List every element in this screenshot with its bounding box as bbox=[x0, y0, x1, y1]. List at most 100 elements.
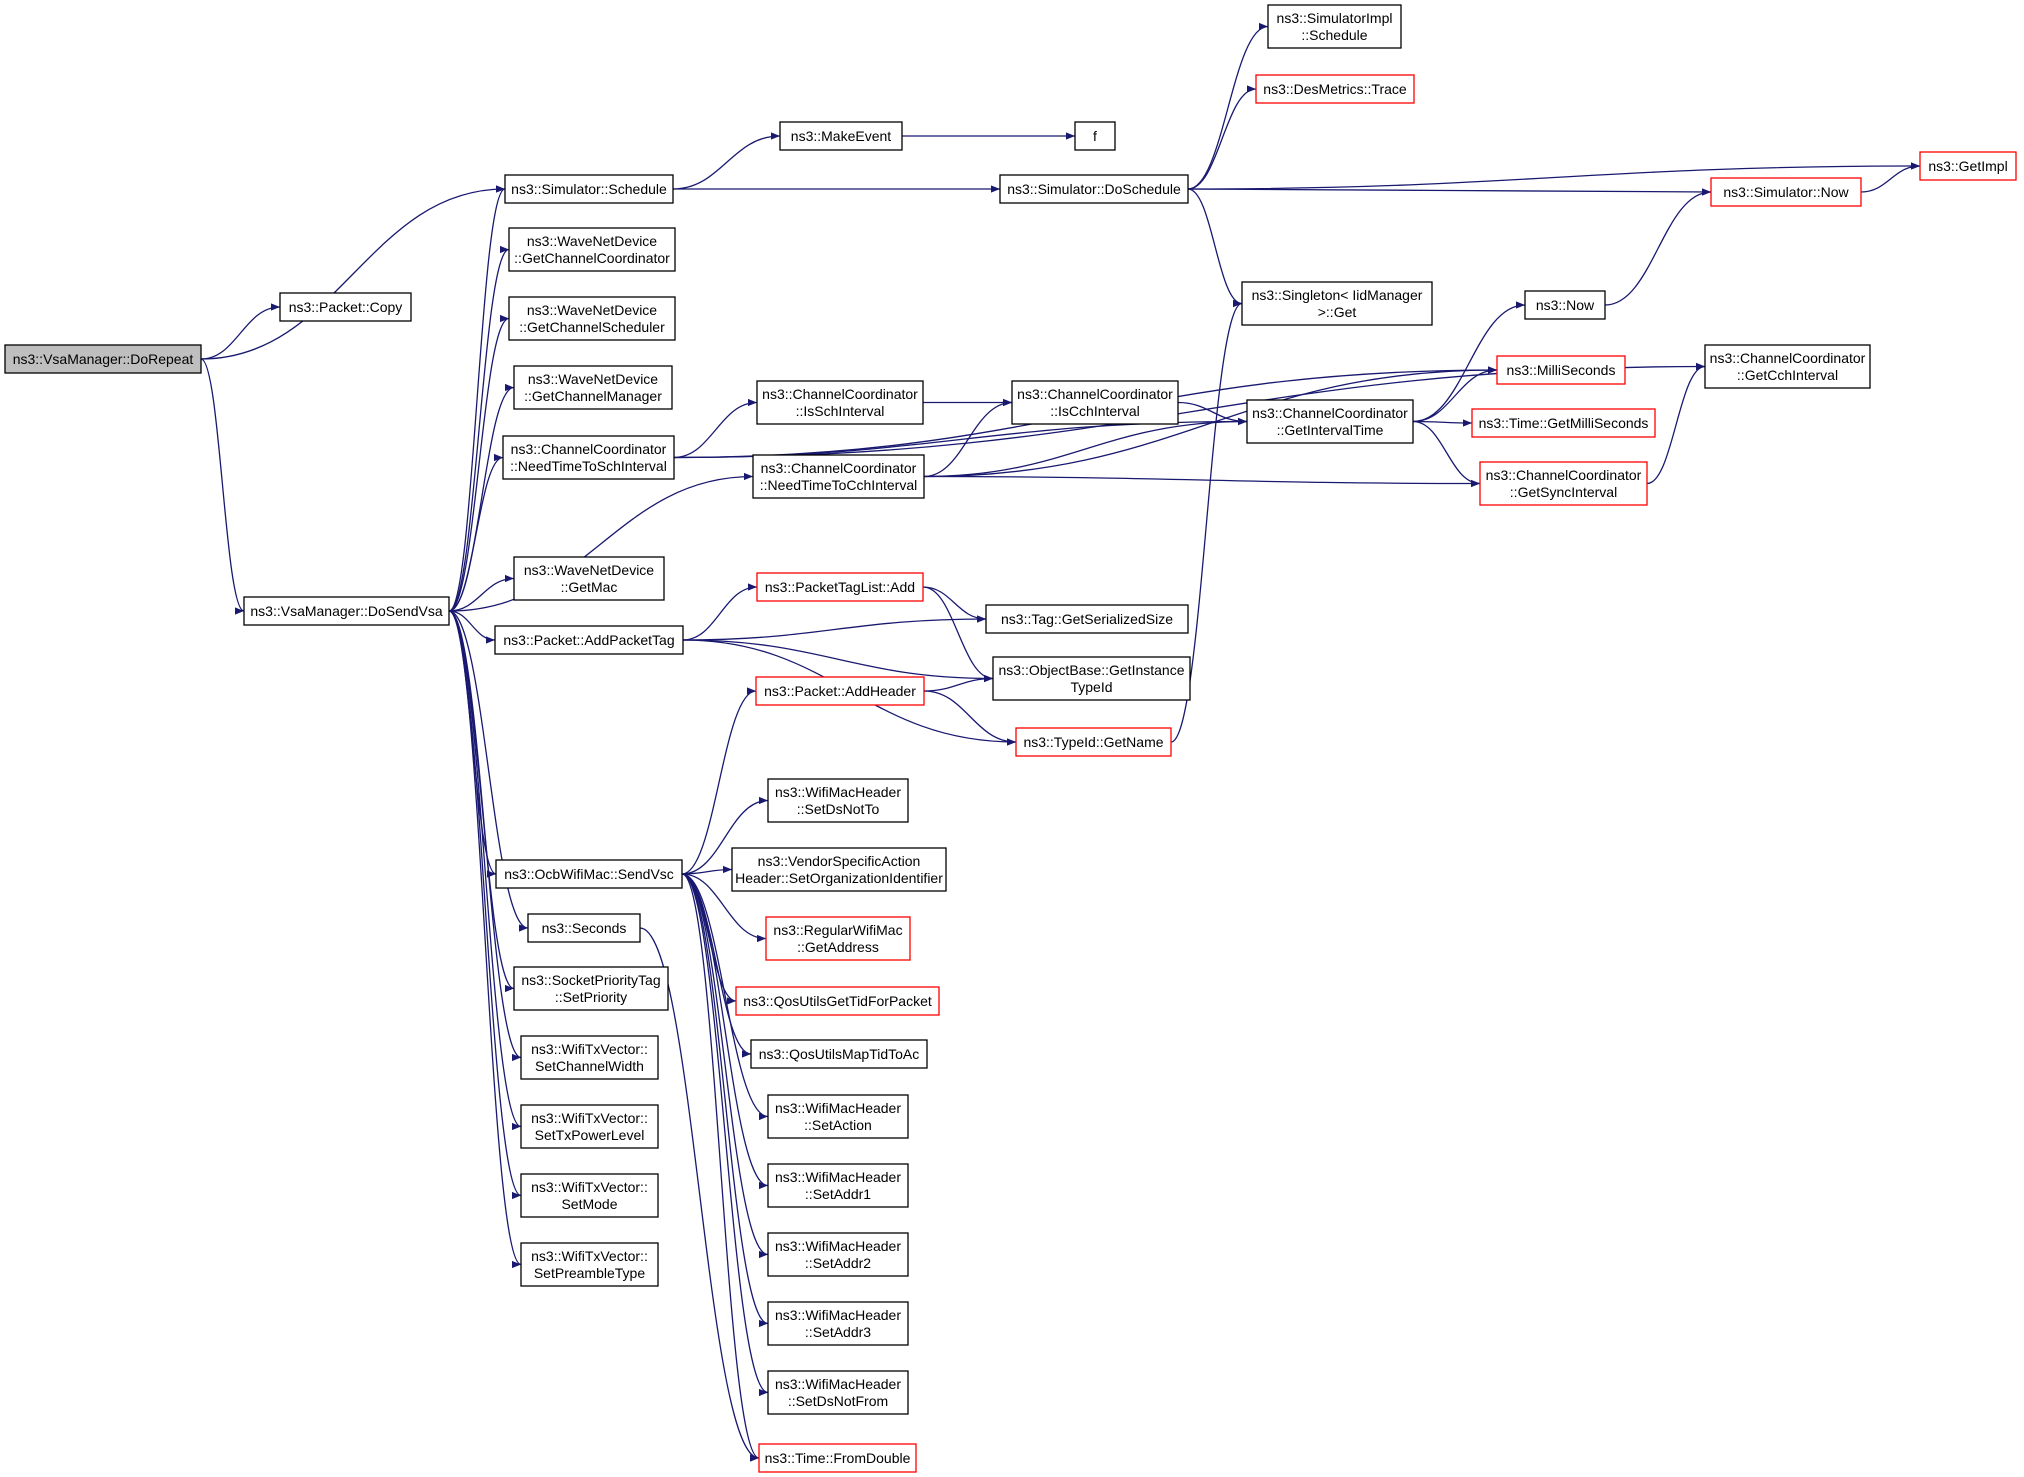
call-edge-ocb_sendvsc-to-wmh_setaddr2 bbox=[681, 873, 769, 1259]
node-box bbox=[731, 847, 947, 892]
node-label: ns3::ChannelCoordinator bbox=[511, 441, 667, 457]
node-qos-gettid[interactable]: ns3::QosUtilsGetTidForPacket bbox=[735, 986, 940, 1016]
node-box bbox=[767, 1232, 909, 1277]
call-edge-line bbox=[1187, 188, 1712, 196]
call-edge-dorepeat-to-dosendvsa bbox=[200, 358, 245, 615]
node-tag-getsize[interactable]: ns3::Tag::GetSerializedSize bbox=[985, 604, 1189, 634]
node-box bbox=[758, 1443, 917, 1473]
node-label: ns3::Packet::Copy bbox=[289, 299, 403, 315]
node-label: ::GetCchInterval bbox=[1737, 367, 1838, 383]
node-box bbox=[513, 556, 665, 601]
node-label: ns3::WifiMacHeader bbox=[775, 1100, 901, 1116]
node-singleton-get[interactable]: ns3::Singleton< IidManager >::Get bbox=[1241, 281, 1433, 326]
node-qos-maptid[interactable]: ns3::QosUtilsMapTidToAc bbox=[750, 1039, 928, 1069]
node-box bbox=[1015, 727, 1172, 757]
node-desmetrics[interactable]: ns3::DesMetrics::Trace bbox=[1255, 74, 1415, 104]
node-cc-getcch[interactable]: ns3::ChannelCoordinator::GetCchInterval bbox=[1704, 344, 1871, 389]
node-box bbox=[520, 1035, 659, 1080]
node-wtx-chwidth[interactable]: ns3::WifiTxVector::SetChannelWidth bbox=[520, 1035, 659, 1080]
node-wnd-getcs[interactable]: ns3::WaveNetDevice::GetChannelScheduler bbox=[508, 296, 676, 341]
node-sim-doschedule[interactable]: ns3::Simulator::DoSchedule bbox=[999, 174, 1189, 204]
node-label: ::NeedTimeToSchInterval bbox=[510, 458, 667, 474]
node-wnd-getcc[interactable]: ns3::WaveNetDevice::GetChannelCoordinato… bbox=[508, 227, 676, 272]
call-edge-line bbox=[1860, 162, 1921, 193]
call-edge-seconds-to-time_fromdouble bbox=[639, 927, 760, 1462]
node-box bbox=[767, 1301, 909, 1346]
call-edge-dorepeat-to-packet_copy bbox=[200, 303, 281, 360]
node-wnd-getmac[interactable]: ns3::WaveNetDevice::GetMac bbox=[513, 556, 665, 601]
node-wmh-setdsnotfrom[interactable]: ns3::WifiMacHeader::SetDsNotFrom bbox=[767, 1370, 909, 1415]
call-edge-ocb_sendvsc-to-time_fromdouble bbox=[681, 873, 760, 1462]
node-cc-needcch[interactable]: ns3::ChannelCoordinator::NeedTimeToCchIn… bbox=[752, 454, 925, 499]
call-edge-sim_now-to-getimpl bbox=[1860, 162, 1921, 193]
node-box bbox=[1241, 281, 1433, 326]
node-makeevent[interactable]: ns3::MakeEvent bbox=[779, 121, 903, 151]
node-wmh-setdsnotto[interactable]: ns3::WifiMacHeader::SetDsNotTo bbox=[767, 778, 909, 823]
call-edge-dorepeat-to-sim_schedule bbox=[200, 185, 506, 360]
node-ocb-sendvsc[interactable]: ns3::OcbWifiMac::SendVsc bbox=[495, 859, 683, 889]
call-edge-line bbox=[923, 366, 1498, 478]
call-edge-line bbox=[200, 303, 281, 360]
node-label: ns3::WifiTxVector:: bbox=[531, 1179, 648, 1195]
node-packet-copy[interactable]: ns3::Packet::Copy bbox=[279, 292, 412, 322]
call-edge-line bbox=[681, 873, 769, 1121]
node-box bbox=[1471, 408, 1656, 438]
node-cc-getinterval[interactable]: ns3::ChannelCoordinator::GetIntervalTime bbox=[1246, 399, 1414, 444]
node-label: ns3::Packet::AddPacketTag bbox=[503, 632, 674, 648]
node-label: ::GetChannelScheduler bbox=[519, 319, 665, 335]
node-box bbox=[520, 1242, 659, 1287]
node-f[interactable]: f bbox=[1074, 121, 1116, 151]
node-time-getms[interactable]: ns3::Time::GetMilliSeconds bbox=[1471, 408, 1656, 438]
node-packet-addheader[interactable]: ns3::Packet::AddHeader bbox=[755, 676, 925, 706]
node-seconds[interactable]: ns3::Seconds bbox=[527, 913, 641, 943]
node-getimpl[interactable]: ns3::GetImpl bbox=[1919, 151, 2017, 181]
node-wmh-setaddr1[interactable]: ns3::WifiMacHeader::SetAddr1 bbox=[767, 1163, 909, 1208]
node-wmh-setaddr3[interactable]: ns3::WifiMacHeader::SetAddr3 bbox=[767, 1301, 909, 1346]
call-edge-line bbox=[448, 610, 522, 1268]
node-cc-getsync[interactable]: ns3::ChannelCoordinator::GetSyncInterval bbox=[1479, 461, 1648, 506]
node-box bbox=[1496, 355, 1626, 385]
call-edge-dosendvsa-to-packet_addtag bbox=[448, 610, 496, 644]
call-edge-dosendvsa-to-wnd_getcs bbox=[448, 314, 510, 612]
node-label: ns3::QosUtilsMapTidToAc bbox=[759, 1046, 920, 1062]
node-vsah-setorg[interactable]: ns3::VendorSpecificActionHeader::SetOrga… bbox=[731, 847, 947, 892]
node-time-fromdouble[interactable]: ns3::Time::FromDouble bbox=[758, 1443, 917, 1473]
node-cc-iscch[interactable]: ns3::ChannelCoordinator::IsCchInterval bbox=[1011, 380, 1179, 425]
node-packet-addtag[interactable]: ns3::Packet::AddPacketTag bbox=[494, 625, 684, 655]
node-box bbox=[279, 292, 412, 322]
node-box bbox=[1267, 4, 1402, 49]
node-wmh-setaction[interactable]: ns3::WifiMacHeader::SetAction bbox=[767, 1094, 909, 1139]
node-label: ns3::WaveNetDevice bbox=[524, 562, 654, 578]
node-label: ns3::OcbWifiMac::SendVsc bbox=[504, 866, 674, 882]
call-edge-ocb_sendvsc-to-wmh_setdsnotto bbox=[681, 796, 769, 875]
node-spt-setprio[interactable]: ns3::SocketPriorityTag::SetPriority bbox=[513, 966, 669, 1011]
node-box bbox=[1479, 461, 1648, 506]
node-wtx-preamble[interactable]: ns3::WifiTxVector::SetPreambleType bbox=[520, 1242, 659, 1287]
node-box bbox=[767, 1094, 909, 1139]
node-now[interactable]: ns3::Now bbox=[1524, 290, 1606, 320]
node-cc-issch[interactable]: ns3::ChannelCoordinator::IsSchInterval bbox=[756, 380, 924, 425]
call-edge-line bbox=[448, 610, 496, 644]
node-cc-needsch[interactable]: ns3::ChannelCoordinator::NeedTimeToSchIn… bbox=[502, 435, 675, 480]
node-wtx-txpower[interactable]: ns3::WifiTxVector::SetTxPowerLevel bbox=[520, 1104, 659, 1149]
node-sim-schedule[interactable]: ns3::Simulator::Schedule bbox=[504, 174, 674, 204]
node-ptl-add[interactable]: ns3::PacketTagList::Add bbox=[756, 572, 924, 602]
node-milliseconds[interactable]: ns3::MilliSeconds bbox=[1496, 355, 1626, 385]
node-label: ns3::WifiTxVector:: bbox=[531, 1110, 648, 1126]
node-sim-now[interactable]: ns3::Simulator::Now bbox=[1710, 177, 1862, 207]
node-simimpl-sched[interactable]: ns3::SimulatorImpl::Schedule bbox=[1267, 4, 1402, 49]
node-box bbox=[999, 174, 1189, 204]
node-wtx-mode[interactable]: ns3::WifiTxVector::SetMode bbox=[520, 1173, 659, 1218]
node-dosendvsa[interactable]: ns3::VsaManager::DoSendVsa bbox=[243, 596, 450, 626]
node-wnd-getcm[interactable]: ns3::WaveNetDevice::GetChannelManager bbox=[513, 365, 673, 410]
node-typeid-getname[interactable]: ns3::TypeId::GetName bbox=[1015, 727, 1172, 757]
call-edge-line bbox=[448, 472, 754, 612]
node-label: ns3::Simulator::Schedule bbox=[511, 181, 667, 197]
node-label: ns3::WifiMacHeader bbox=[775, 1238, 901, 1254]
node-label: ns3::WaveNetDevice bbox=[528, 371, 658, 387]
call-edge-sim_schedule-to-makeevent bbox=[672, 132, 781, 190]
node-wmh-setaddr2[interactable]: ns3::WifiMacHeader::SetAddr2 bbox=[767, 1232, 909, 1277]
node-rwm-getaddr[interactable]: ns3::RegularWifiMac::GetAddress bbox=[765, 916, 911, 961]
